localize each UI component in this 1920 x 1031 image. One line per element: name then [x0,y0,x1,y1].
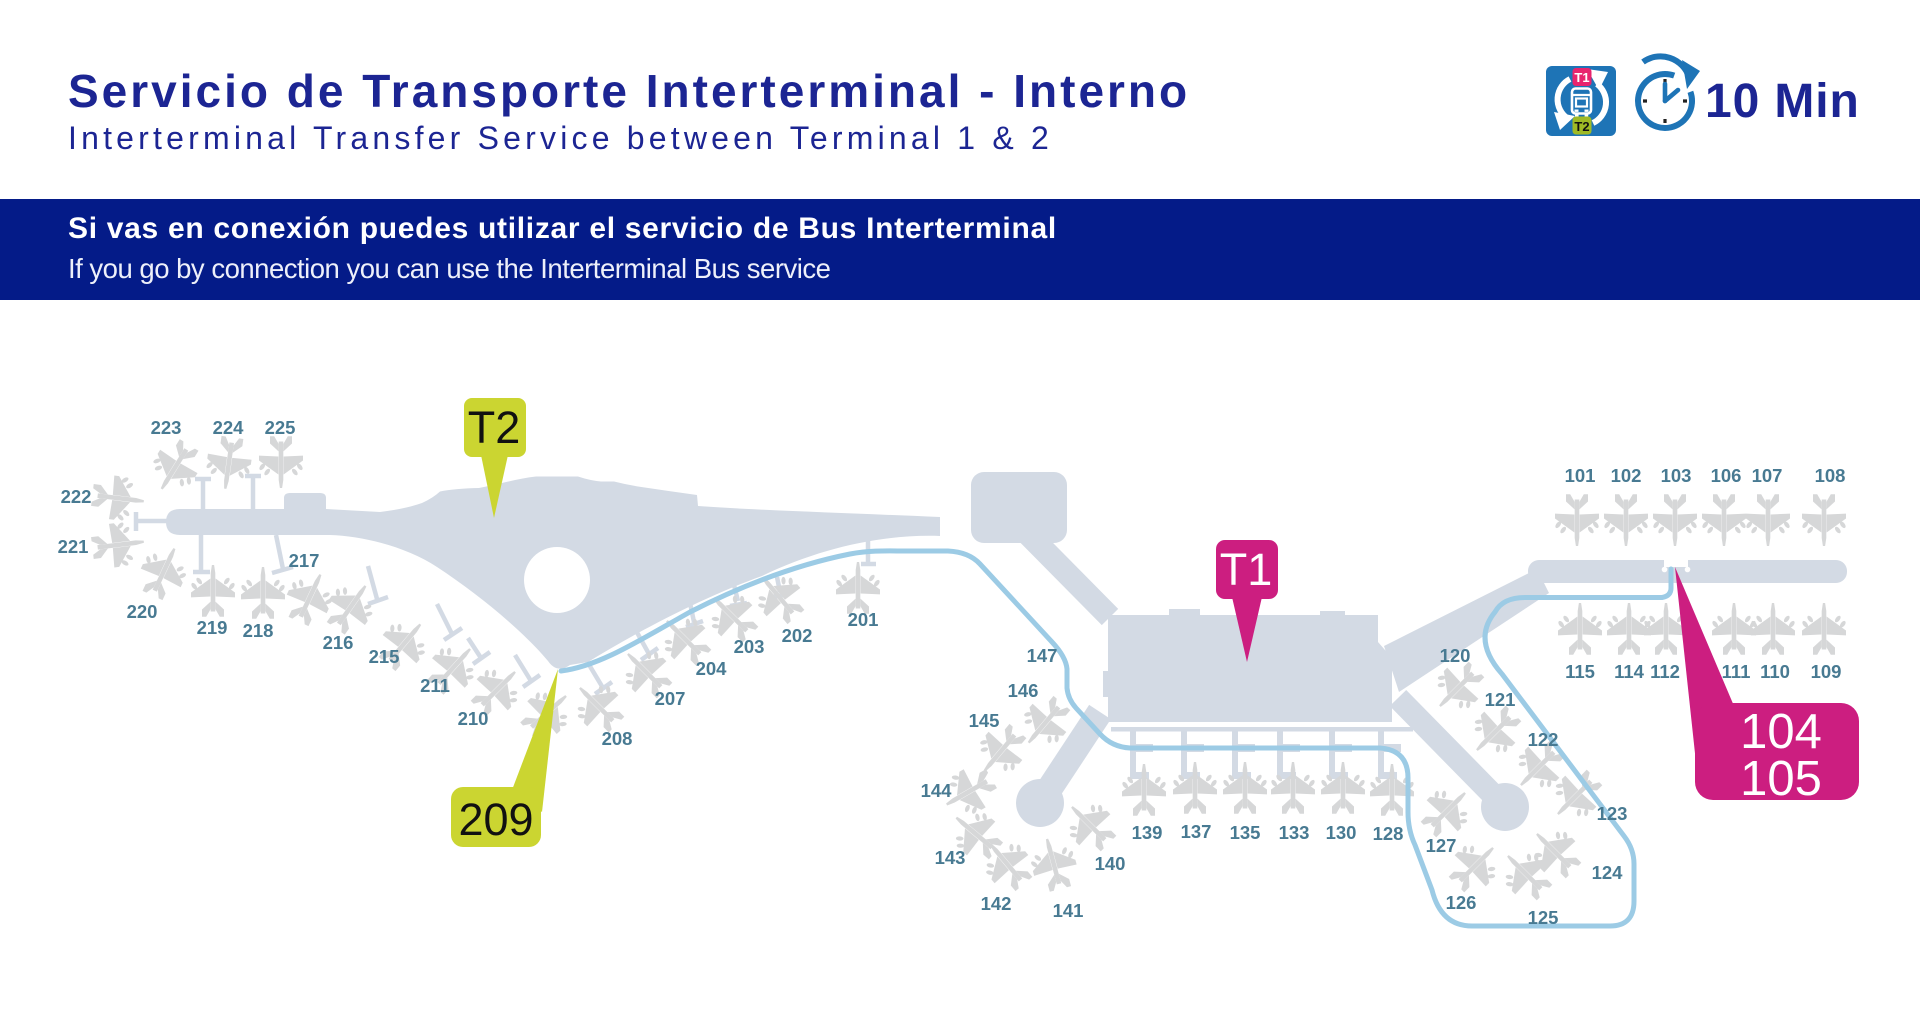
svg-text:144: 144 [921,780,953,801]
svg-text:T1: T1 [1220,544,1273,595]
svg-text:218: 218 [243,620,274,641]
svg-text:114: 114 [1614,661,1645,682]
svg-text:225: 225 [265,417,296,438]
svg-text:140: 140 [1095,853,1126,874]
svg-text:130: 130 [1326,822,1357,843]
svg-text:111: 111 [1722,661,1751,682]
svg-text:108: 108 [1815,465,1846,486]
svg-text:143: 143 [935,847,966,868]
svg-text:215: 215 [369,646,400,667]
svg-text:221: 221 [58,536,89,557]
svg-text:202: 202 [782,625,813,646]
svg-text:216: 216 [323,632,354,653]
svg-text:207: 207 [655,688,686,709]
svg-text:106: 106 [1711,465,1742,486]
svg-text:125: 125 [1528,907,1559,928]
svg-text:211: 211 [420,675,450,696]
svg-text:121: 121 [1485,689,1516,710]
svg-text:126: 126 [1446,892,1477,913]
svg-text:102: 102 [1611,465,1642,486]
svg-text:201: 201 [848,609,879,630]
svg-text:105: 105 [1740,752,1822,806]
svg-text:217: 217 [289,550,320,571]
svg-text:110: 110 [1760,661,1790,682]
svg-text:204: 204 [696,658,728,679]
svg-text:145: 145 [969,710,1000,731]
svg-text:T2: T2 [468,402,521,453]
svg-text:104: 104 [1740,705,1822,759]
svg-text:208: 208 [602,728,633,749]
svg-text:146: 146 [1008,680,1039,701]
svg-text:222: 222 [61,486,92,507]
svg-text:T2: T2 [1574,119,1589,134]
svg-text:T1: T1 [1574,70,1589,85]
svg-text:124: 124 [1592,862,1624,883]
svg-text:219: 219 [197,617,228,638]
svg-text:135: 135 [1230,822,1261,843]
svg-text:142: 142 [981,893,1012,914]
svg-text:220: 220 [127,601,158,622]
svg-text:122: 122 [1528,729,1559,750]
svg-text:209: 209 [458,794,533,845]
svg-text:123: 123 [1597,803,1628,824]
svg-text:224: 224 [213,417,245,438]
svg-text:101: 101 [1565,465,1596,486]
svg-text:137: 137 [1181,821,1212,842]
svg-text:133: 133 [1279,822,1310,843]
svg-text:115: 115 [1565,661,1595,682]
svg-text:210: 210 [458,708,489,729]
svg-text:107: 107 [1752,465,1783,486]
svg-text:120: 120 [1440,645,1471,666]
svg-text:127: 127 [1426,835,1457,856]
svg-text:109: 109 [1811,661,1842,682]
svg-text:139: 139 [1132,822,1163,843]
svg-text:103: 103 [1661,465,1692,486]
svg-text:128: 128 [1373,823,1404,844]
svg-text:147: 147 [1027,645,1058,666]
svg-text:203: 203 [734,636,765,657]
svg-text:112: 112 [1650,661,1680,682]
svg-text:141: 141 [1053,900,1084,921]
svg-text:223: 223 [151,417,182,438]
